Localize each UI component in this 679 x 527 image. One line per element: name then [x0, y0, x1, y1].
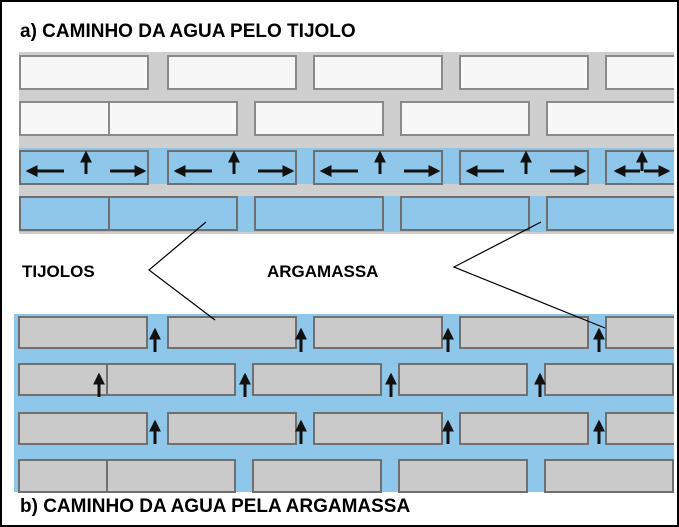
brick-dry: [400, 101, 530, 136]
brick-gray: [18, 316, 148, 349]
brick-gray: [398, 363, 528, 396]
title-b: b) CAMINHO DA AGUA PELA ARGAMASSA: [20, 496, 411, 517]
brick-gray: [459, 316, 589, 349]
brick-wet: [459, 150, 589, 185]
brick-gray: [106, 363, 236, 396]
brick-gray: [252, 363, 382, 396]
brick-gray: [313, 316, 443, 349]
brick-gray: [18, 412, 148, 445]
brick-dry: [108, 101, 238, 136]
pointer-line: [452, 221, 606, 329]
brick-gray: [106, 459, 236, 493]
pointer-line: [148, 221, 216, 321]
label-bricks: TIJOLOS: [22, 262, 95, 281]
edge-mask: [2, 52, 19, 237]
brick-dry: [546, 101, 676, 136]
brick-wet: [313, 150, 443, 185]
brick-gray: [313, 412, 443, 445]
mortar-joint-a: [19, 184, 674, 196]
brick-gray: [398, 459, 528, 493]
brick-dry: [19, 55, 149, 90]
edge-mask: [2, 307, 14, 497]
brick-gray: [605, 316, 677, 349]
brick-dry: [313, 55, 443, 90]
brick-wet: [400, 196, 530, 231]
brick-gray: [605, 412, 677, 445]
label-mortar: ARGAMASSA: [267, 262, 379, 281]
arrows-wall-b: [93, 327, 605, 444]
brick-dry: [254, 101, 384, 136]
edge-mask: [674, 52, 677, 237]
brick-dry: [605, 55, 677, 90]
edge-mask: [674, 307, 677, 497]
brick-gray: [167, 412, 297, 445]
brick-gray: [167, 316, 297, 349]
brick-wet: [108, 196, 238, 231]
wall-b: [2, 307, 677, 497]
brick-gray: [252, 459, 382, 493]
arrows-wall-a: [25, 150, 671, 177]
brick-gray: [459, 412, 589, 445]
brick-wet: [546, 196, 676, 231]
brick-dry: [167, 55, 297, 90]
brick-gray: [544, 459, 674, 493]
brick-wet: [19, 150, 149, 185]
pointer-lines: [148, 221, 606, 329]
brick-wet: [167, 150, 297, 185]
title-a: a) CAMINHO DA AGUA PELO TIJOLO: [20, 21, 356, 42]
brick-gray: [544, 363, 674, 396]
brick-dry: [459, 55, 589, 90]
wall-a: [2, 52, 677, 237]
brick-wet: [254, 196, 384, 231]
